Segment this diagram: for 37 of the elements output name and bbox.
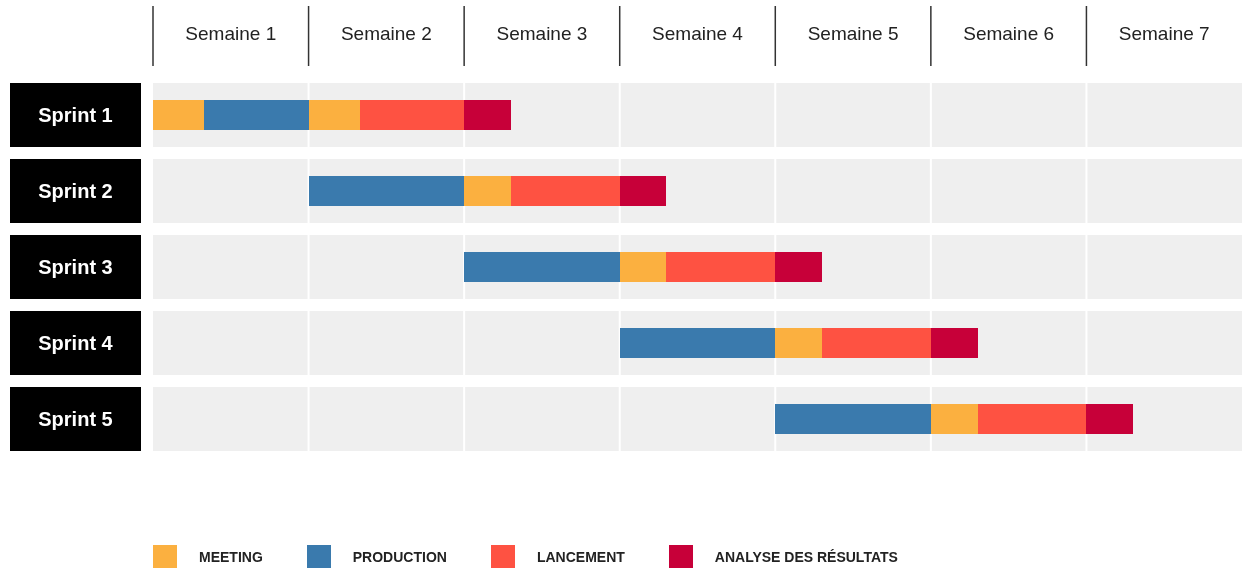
bar-segment — [619, 252, 667, 282]
bar-segment — [1086, 404, 1134, 434]
sprint-label: Sprint 5 — [10, 387, 141, 451]
sprint-label: Sprint 2 — [10, 159, 141, 223]
sprint-label: Sprint 1 — [10, 83, 141, 147]
legend-label: MEETING — [199, 548, 263, 565]
legend-label: LANCEMENT — [536, 548, 625, 565]
bar-segment — [308, 100, 360, 130]
week-label: Semaine 5 — [807, 22, 899, 46]
bar-segment — [464, 252, 620, 282]
bar-segment — [308, 176, 465, 206]
week-label: Semaine 2 — [340, 22, 432, 46]
bar-segment — [153, 100, 205, 130]
bar-segment — [775, 252, 822, 282]
sprint-label: Sprint 4 — [10, 311, 141, 375]
bar-segment — [666, 252, 776, 282]
bar-segment — [464, 176, 511, 206]
bar-segment — [930, 404, 978, 434]
bar-segment — [977, 404, 1087, 434]
bar-segment — [821, 328, 931, 358]
bar-segment — [359, 100, 465, 130]
bar-segment — [930, 328, 978, 358]
bar-segment — [619, 328, 776, 358]
bar-segment — [775, 328, 822, 358]
legend-label: ANALYSE DES RÉSULTATS — [714, 548, 898, 565]
bar-segment — [464, 100, 511, 130]
week-label: Semaine 4 — [652, 22, 743, 46]
week-label: Semaine 6 — [963, 22, 1055, 46]
legend-label: PRODUCTION — [352, 548, 447, 565]
bar-segment — [204, 100, 309, 130]
sprint-label: Sprint 3 — [10, 235, 141, 299]
week-label: Semaine 7 — [1118, 22, 1210, 46]
bar-segment — [619, 176, 667, 206]
bar-segment — [775, 404, 931, 434]
bar-segment — [510, 176, 620, 206]
week-label: Semaine 3 — [496, 22, 588, 46]
week-label: Semaine 1 — [185, 22, 277, 46]
